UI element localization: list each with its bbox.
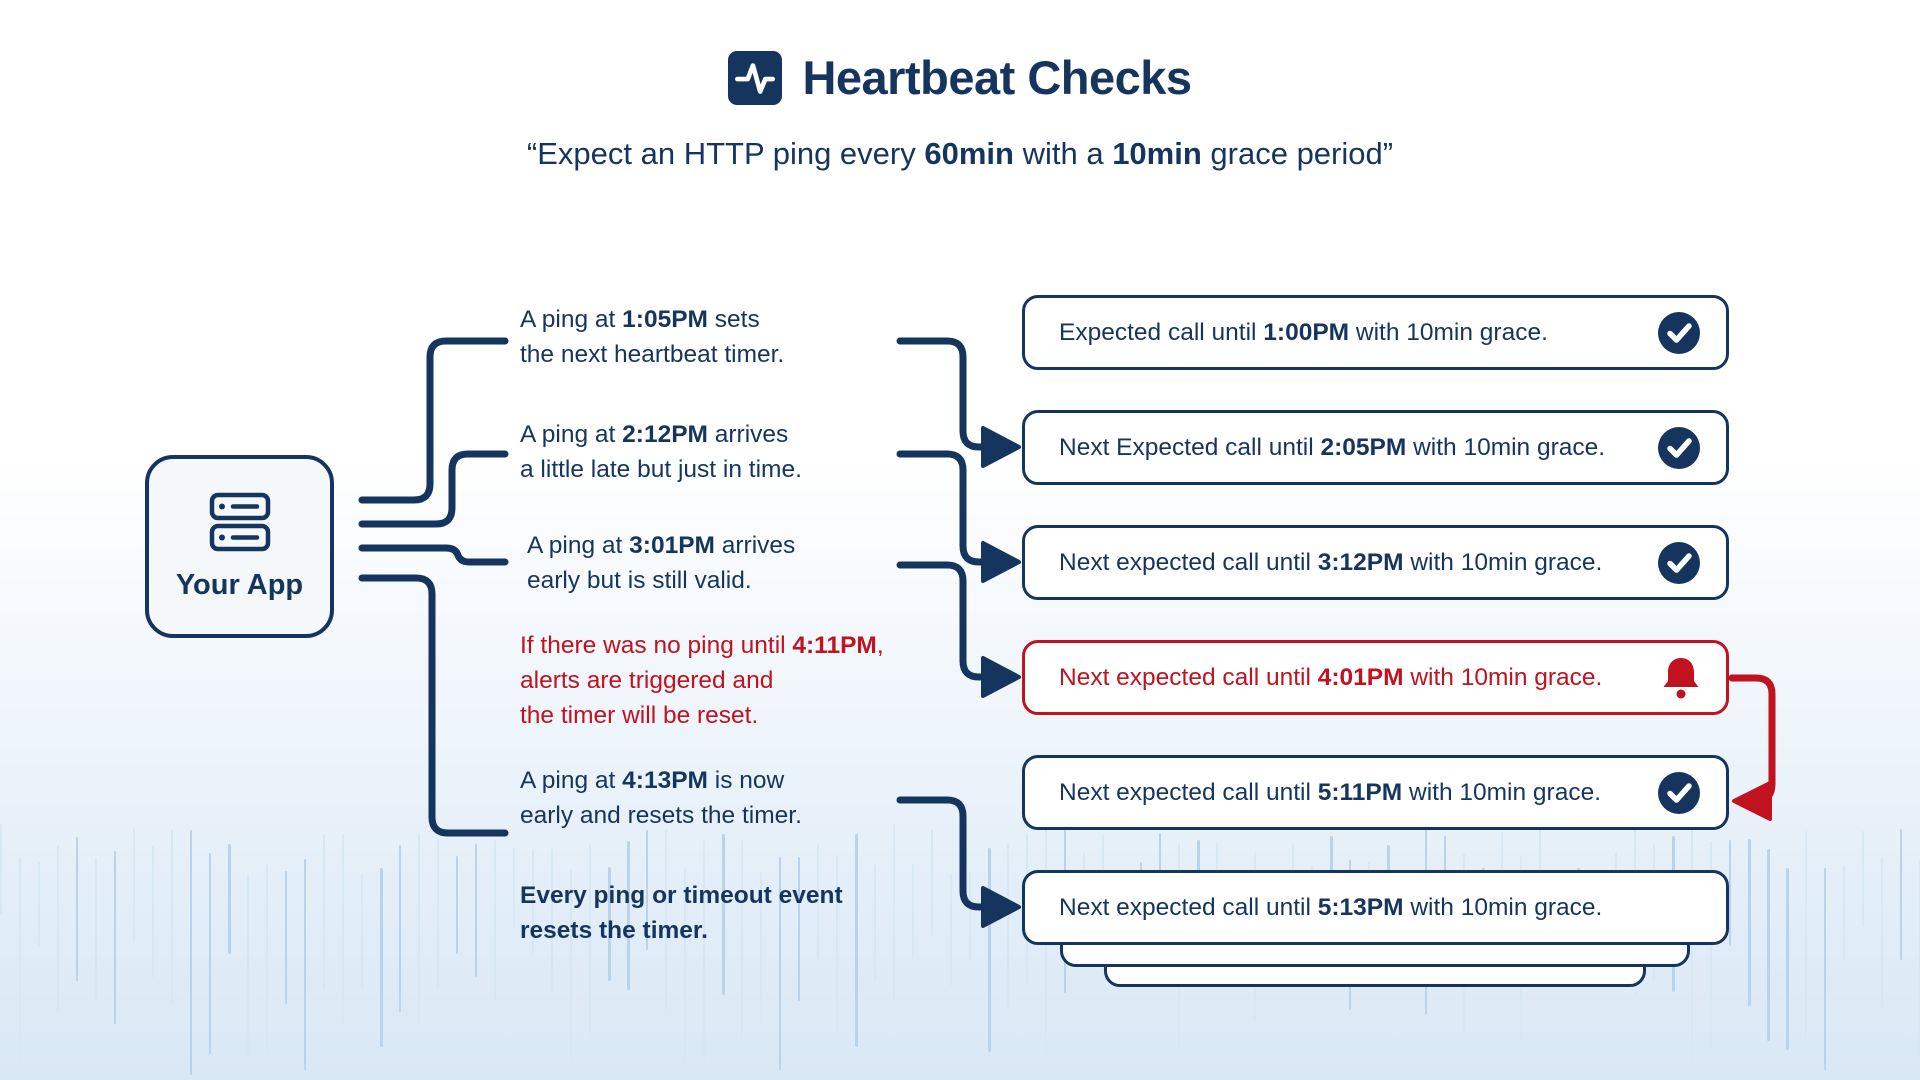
waveform-bar — [323, 834, 325, 990]
check-icon — [1656, 540, 1702, 586]
waveform-bar — [703, 838, 705, 1068]
waveform-bar — [209, 853, 211, 1054]
waveform-bar — [228, 843, 231, 955]
your-app-box: Your App — [145, 455, 334, 638]
waveform-bar — [893, 824, 895, 1000]
waveform-bar — [665, 830, 667, 1012]
page-subtitle: “Expect an HTTP ping every 60min with a … — [526, 136, 1394, 171]
waveform-bar — [437, 837, 439, 989]
waveform-bar — [0, 824, 2, 914]
waveform-bar — [342, 833, 344, 1024]
state-box-3: Next expected call until 3:12PM with 10m… — [1022, 525, 1729, 600]
waveform-bar — [969, 871, 971, 961]
waveform-bar — [285, 871, 287, 1005]
waveform-bar — [646, 829, 648, 951]
waveform-bar — [361, 873, 363, 989]
waveform-bar — [456, 855, 458, 955]
waveform-bar — [1710, 840, 1712, 1052]
waveform-bar — [133, 827, 135, 944]
waveform-bar — [608, 867, 611, 982]
waveform-bar — [931, 829, 933, 936]
waveform-bar — [741, 839, 743, 1044]
your-app-label: Your App — [175, 569, 304, 601]
waveform-bar — [95, 858, 97, 1002]
waveform-bar — [912, 863, 914, 960]
state-box-4-alert: Next expected call until 4:01PM with 10m… — [1022, 640, 1729, 715]
waveform-bar — [304, 859, 306, 1070]
heartbeat-pulse-icon — [728, 50, 783, 105]
waveform-bar — [1843, 865, 1845, 961]
waveform-bar — [1691, 824, 1693, 1069]
waveform-bar — [817, 842, 819, 960]
waveform-bar — [1900, 829, 1902, 961]
state-box-6: Next expected call until 5:13PM with 10m… — [1022, 870, 1729, 945]
waveform-bar — [874, 864, 876, 980]
state-box-1: Expected call until 1:00PM with 10min gr… — [1022, 295, 1729, 370]
waveform-bar — [532, 849, 534, 955]
waveform-bar — [38, 862, 40, 947]
event-text-4-alert: If there was no ping until 4:11PM, alert… — [520, 632, 884, 729]
waveform-bar — [114, 851, 116, 1025]
waveform-bar — [684, 866, 686, 1078]
event-text-1: A ping at 1:05PM sets the next heartbeat… — [520, 306, 785, 368]
waveform-bar — [1824, 867, 1826, 1071]
waveform-bar — [855, 833, 858, 1048]
state-box-5: Next expected call until 5:11PM with 10m… — [1022, 755, 1729, 830]
event-text-3: A ping at 3:01PM arrives early but is st… — [527, 532, 796, 594]
server-icon — [209, 492, 270, 552]
waveform-bar — [1748, 838, 1751, 1007]
waveform-bar — [266, 863, 268, 1055]
waveform-bar — [171, 829, 173, 1006]
waveform-bar — [1881, 857, 1883, 1007]
waveform-bar — [494, 839, 496, 1002]
waveform-bar — [513, 847, 515, 929]
waveform-bar — [76, 836, 78, 982]
waveform-bar — [1786, 867, 1789, 1050]
state-box-2: Next Expected call until 2:05PM with 10m… — [1022, 410, 1729, 485]
waveform-bar — [1767, 849, 1770, 1041]
bell-icon — [1660, 655, 1702, 701]
waveform-bar — [475, 843, 477, 978]
check-icon — [1656, 770, 1702, 816]
waveform-bar — [399, 844, 401, 1013]
waveform-bar — [380, 867, 383, 1047]
waveform-bar — [1729, 840, 1731, 947]
waveform-bar — [722, 834, 725, 996]
waveform-bar — [570, 869, 572, 1078]
waveform-bar — [950, 873, 952, 987]
waveform-bar — [152, 846, 154, 979]
waveform-bar — [1805, 831, 1807, 1040]
waveform-bar — [1007, 843, 1009, 1012]
waveform-bar — [57, 845, 59, 1013]
waveform-bar — [19, 857, 21, 1069]
waveform-bar — [247, 873, 249, 1080]
waveform-bar — [418, 833, 420, 1026]
event-text-2: A ping at 2:12PM arrives a little late b… — [520, 421, 802, 483]
waveform-bar — [190, 830, 192, 1076]
waveform-bar — [627, 841, 630, 990]
waveform-bar — [988, 847, 991, 1052]
waveform-bar — [836, 854, 838, 1036]
check-icon — [1656, 310, 1702, 356]
waveform-bar — [760, 872, 762, 1026]
page-title: Heartbeat Checks — [802, 51, 1192, 104]
waveform-bar — [798, 857, 800, 1001]
waveform-bar — [589, 842, 591, 1038]
event-text-6: Every ping or timeout event resets the t… — [520, 882, 843, 944]
waveform-bar — [779, 857, 781, 1071]
check-icon — [1656, 425, 1702, 471]
waveform-bar — [551, 847, 553, 993]
event-text-5: A ping at 4:13PM is now early and resets… — [520, 767, 802, 829]
waveform-bar — [1862, 830, 1864, 928]
